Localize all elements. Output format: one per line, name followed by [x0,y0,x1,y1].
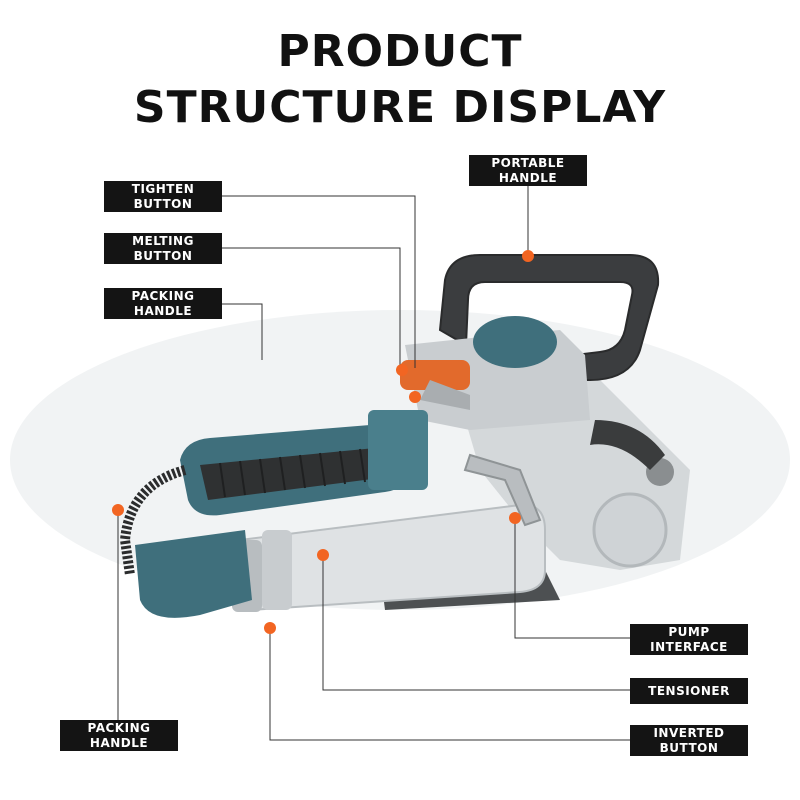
marker-pump [509,512,521,524]
leader-melting [222,247,401,370]
rear-wheel [590,420,665,470]
label-tensioner: TENSIONER [630,678,748,704]
lower-elbow [135,530,252,618]
label-melting-button: MELTING BUTTON [104,233,222,264]
button-lever [420,380,470,410]
grip-ribs [219,448,366,498]
marker-packing-bottom [112,504,124,516]
leader-packing-top [222,303,263,360]
leader-pump [514,518,630,639]
leader-tighten [222,195,416,368]
marker-melting [396,364,408,376]
title-line-1: PRODUCT [277,26,523,77]
marker-inverted [264,622,276,634]
leader-inverted [269,628,630,741]
label-inverted-button: INVERTED BUTTON [630,725,748,756]
grip-mount [368,410,428,490]
grip-rubber [200,448,380,500]
label-packing-handle-top: PACKING HANDLE [104,288,222,319]
markers [112,250,534,634]
orange-button-block [400,360,470,390]
label-pump-interface: PUMP INTERFACE [630,624,748,655]
label-tighten-button: TIGHTEN BUTTON [104,181,222,212]
label-packing-handle-bottom: PACKING HANDLE [60,720,178,751]
coiled-hose [119,465,187,576]
marker-tighten [409,391,421,403]
leader-tensioner [322,555,630,691]
tube-ring [262,530,292,610]
label-portable-handle: PORTABLE HANDLE [469,155,587,186]
marker-portable-handle [522,250,534,262]
top-motor-cap [473,316,557,368]
marker-tensioner [317,549,329,561]
title-line-2: STRUCTURE DISPLAY [133,82,667,133]
side-cap [592,492,668,568]
pump-connector [463,453,542,527]
leader-lines [117,185,630,741]
